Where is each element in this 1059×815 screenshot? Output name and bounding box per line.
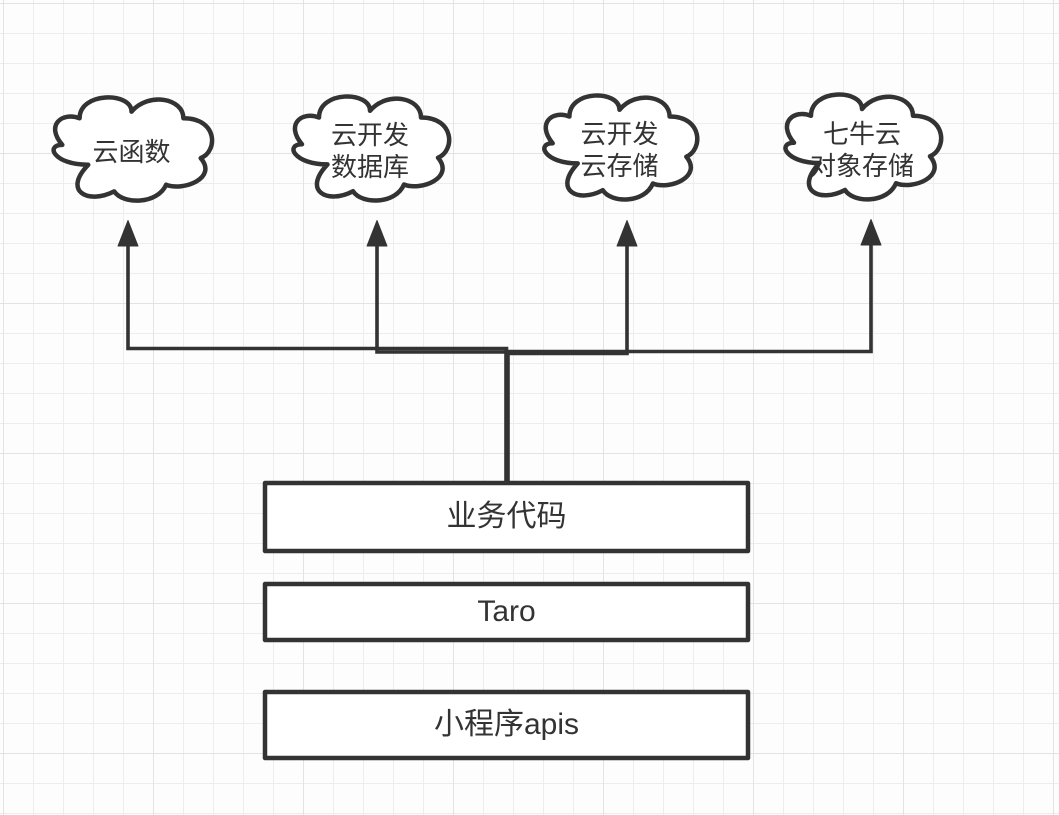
cloud-shapes: [54, 95, 942, 201]
connector-to-cloud-4: [504, 242, 873, 481]
box-shape-miniprogram-apis: [262, 689, 751, 761]
connector-group: [117, 219, 882, 481]
connector-to-cloud-3: [506, 243, 629, 481]
box-shapes: [262, 480, 751, 761]
box-shape-taro: [262, 581, 751, 643]
arrowhead-icon: [860, 219, 882, 246]
cloud-shape-1: [54, 97, 212, 200]
arrowhead-icon: [616, 220, 638, 247]
box-shape-business-code: [262, 480, 751, 554]
connector-to-cloud-2: [375, 243, 510, 481]
connector-to-cloud-1: [126, 243, 509, 481]
cloud-shape-3: [544, 95, 697, 199]
arrowhead-icon: [366, 220, 388, 247]
arrowhead-icon: [117, 220, 139, 247]
cloud-shape-4: [786, 95, 942, 200]
cloud-shape-2: [294, 96, 450, 200]
